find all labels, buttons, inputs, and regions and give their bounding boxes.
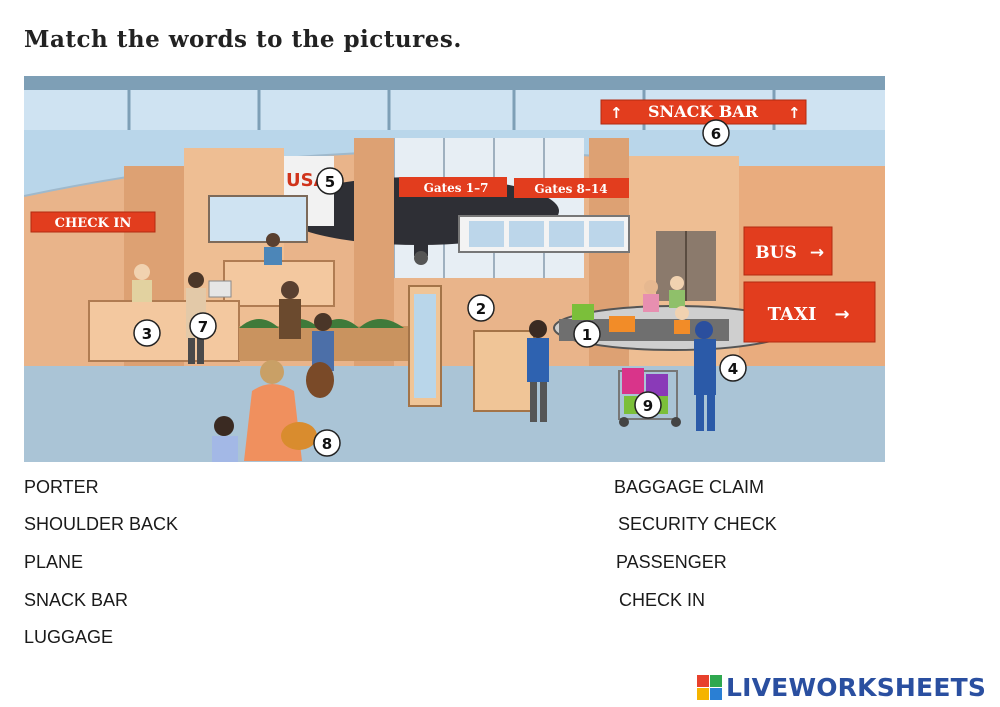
sign-gates-right-text: Gates 8–14: [534, 182, 607, 196]
svg-text:9: 9: [643, 397, 653, 415]
sign-gates-right: Gates 8–14: [514, 178, 629, 198]
marker-2: 2: [467, 294, 495, 322]
svg-text:7: 7: [198, 318, 208, 336]
sign-check-in: CHECK IN: [30, 211, 156, 233]
sign-gates-left-text: Gates 1–7: [424, 181, 489, 195]
word-check-in[interactable]: CHECK IN: [619, 590, 706, 610]
word-shoulder-back[interactable]: SHOULDER BACK: [24, 514, 179, 534]
marker-5: 5: [316, 167, 344, 195]
sign-bus: BUS →: [743, 226, 833, 276]
sign-taxi-text: TAXI: [768, 304, 817, 325]
logo-squares-icon: [697, 674, 722, 700]
sign-taxi: TAXI →: [743, 281, 876, 343]
svg-text:8: 8: [322, 435, 332, 453]
sign-gates-left: Gates 1–7: [399, 177, 507, 197]
svg-text:1: 1: [582, 326, 592, 344]
svg-text:5: 5: [325, 173, 335, 191]
marker-3: 3: [133, 319, 161, 347]
marker-6: 6: [702, 119, 730, 147]
sign-check-in-text: CHECK IN: [55, 216, 132, 231]
marker-4: 4: [719, 354, 747, 382]
svg-text:2: 2: [476, 300, 486, 318]
airport-illustration: USA: [24, 76, 885, 462]
sign-snack-bar-text: SNACK BAR: [648, 102, 759, 121]
word-plane[interactable]: PLANE: [24, 552, 84, 572]
svg-text:→: →: [834, 304, 849, 325]
word-security-check[interactable]: SECURITY CHECK: [618, 514, 777, 534]
sign-snack-bar: SNACK BAR ↑ ↑: [600, 99, 807, 125]
marker-1: 1: [573, 320, 601, 348]
marker-7: 7: [189, 312, 217, 340]
worksheet-title: Match the words to the pictures.: [24, 26, 462, 53]
svg-text:↑: ↑: [610, 104, 623, 122]
word-porter[interactable]: PORTER: [24, 477, 99, 497]
sign-bus-text: BUS: [755, 243, 796, 263]
svg-text:↑: ↑: [788, 104, 801, 122]
brand-name: LIVEWORKSHEETS: [726, 672, 987, 702]
word-passenger[interactable]: PASSENGER: [616, 552, 727, 572]
svg-text:3: 3: [142, 325, 152, 343]
svg-text:→: →: [810, 243, 824, 263]
marker-8: 8: [313, 429, 341, 457]
svg-text:6: 6: [711, 125, 721, 143]
word-snack-bar[interactable]: SNACK BAR: [24, 590, 129, 610]
svg-text:4: 4: [728, 360, 738, 378]
liveworksheets-logo: LIVEWORKSHEETS: [697, 672, 986, 702]
marker-9: 9: [634, 391, 662, 419]
word-luggage[interactable]: LUGGAGE: [24, 627, 114, 647]
word-baggage-claim[interactable]: BAGGAGE CLAIM: [614, 477, 765, 497]
